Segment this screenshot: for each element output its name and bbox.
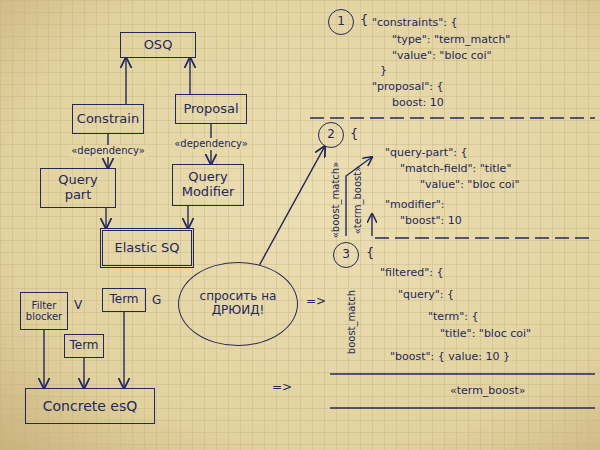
callout-number: 1: [328, 9, 354, 35]
arrow-sign: =>: [306, 294, 326, 308]
code-line: "term": {: [428, 310, 478, 323]
node-text: Term: [69, 339, 98, 353]
callout-number: 2: [318, 122, 344, 148]
separator: [375, 237, 595, 238]
class-box: Elastic SQ: [100, 228, 194, 268]
class-box: Query Modifier: [172, 164, 244, 206]
code-line: "modifier":: [385, 198, 445, 211]
code-line: "value": "bloc coi": [392, 49, 492, 62]
node-text: Query part: [46, 173, 110, 203]
dependency-arrow: [105, 208, 106, 228]
node-text: Term: [109, 293, 138, 307]
node-text: Filter blocker: [26, 300, 62, 323]
note-ellipse: спросить на ДРЮИД!: [178, 262, 298, 346]
node-text: Concrete esQ: [43, 398, 137, 414]
class-box: Filter blocker: [20, 292, 68, 330]
separator: [310, 117, 595, 118]
dependency-arrow: [43, 330, 44, 388]
code-line: "query": {: [398, 288, 454, 301]
class-box: Query part: [40, 168, 116, 208]
code-line: "query-part": {: [385, 146, 467, 159]
pointer-arrow: [346, 157, 372, 236]
edge-label: «dependency»: [69, 145, 147, 157]
node-text: спросить на ДРЮИД!: [195, 290, 281, 318]
code-line: "boost": 10: [400, 214, 462, 227]
class-box: Constrain: [72, 104, 144, 134]
callout-number: 3: [333, 242, 359, 268]
code-line: {: [350, 126, 358, 142]
edge-label: «dependency»: [172, 138, 250, 150]
code-line: "type": "term_match": [392, 33, 510, 46]
node-text: Proposal: [183, 102, 238, 117]
node-text: Query Modifier: [178, 170, 238, 200]
class-box: Term: [64, 334, 104, 358]
code-line: {: [360, 12, 368, 28]
dependency-arrow: [123, 312, 124, 388]
pointer-arrow: [371, 214, 372, 236]
separator: [330, 373, 595, 374]
dependency-arrow: [189, 58, 190, 94]
node-text: OSQ: [144, 38, 173, 53]
arrow-label: «boost_match»: [330, 162, 342, 239]
arrow-sign: =>: [272, 380, 292, 394]
class-box: Term: [102, 288, 146, 312]
code-line: "title": "bloc coi": [440, 327, 531, 340]
code-line: "constraints": {: [372, 16, 457, 29]
class-box: OSQ: [120, 32, 196, 58]
dependency-arrow: [83, 358, 84, 388]
arrow-label: «term_boost»: [352, 166, 364, 235]
node-text: 3: [342, 248, 350, 262]
node-text: Constrain: [77, 112, 139, 127]
arrow-label: boost_match: [346, 290, 358, 354]
code-line: "filtered": {: [380, 266, 443, 279]
code-line: "proposal": {: [372, 80, 444, 93]
arrow-label: «term_boost»: [450, 384, 526, 397]
code-line: {: [366, 245, 374, 261]
node-text: Elastic SQ: [114, 241, 179, 256]
symbol-text: V: [74, 298, 82, 312]
dependency-arrow: [187, 206, 188, 228]
code-line: "match-field": "title": [400, 162, 511, 175]
code-line: }: [380, 64, 387, 77]
node-text: 2: [327, 128, 335, 142]
class-box: Proposal: [175, 94, 247, 124]
code-line: boost: 10: [392, 96, 444, 109]
dependency-arrow: [125, 58, 126, 104]
code-line: "value": "bloc coi": [420, 178, 520, 191]
dependency-arrow: [260, 146, 325, 264]
class-box: Concrete esQ: [25, 388, 155, 424]
symbol-text: G: [152, 293, 161, 307]
code-line: "boost": { value: 10 }: [390, 350, 510, 363]
separator: [330, 407, 595, 408]
node-text: 1: [337, 15, 345, 29]
